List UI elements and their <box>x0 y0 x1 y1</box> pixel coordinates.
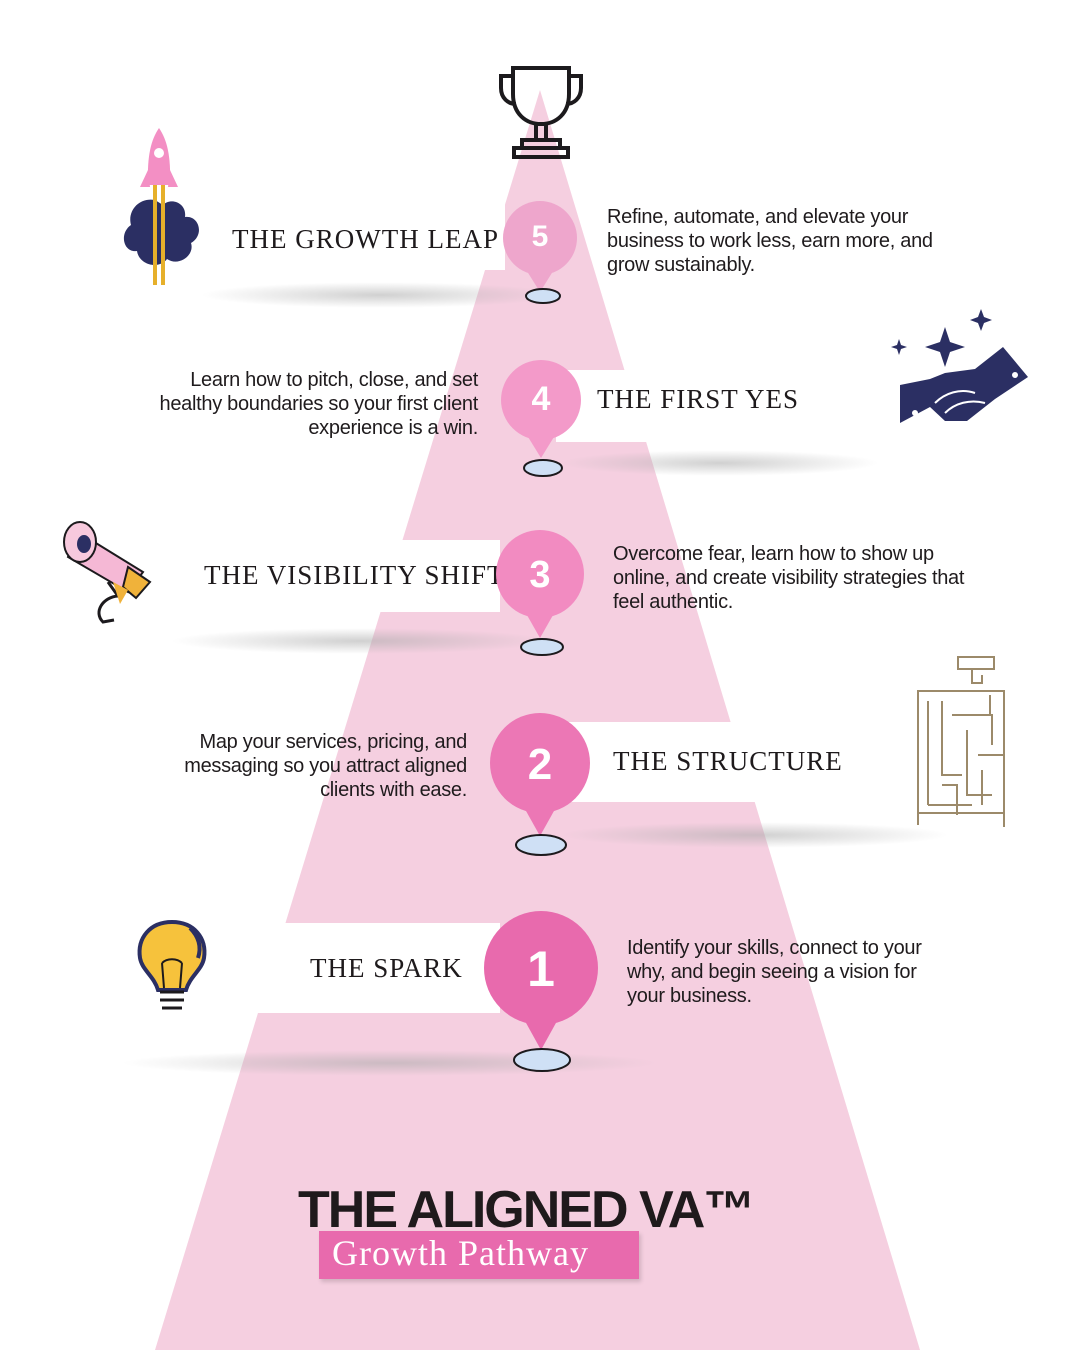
stage-3-name: THE VISIBILITY SHIFT <box>204 560 505 590</box>
lightbulb-icon <box>137 919 207 1010</box>
stage-5-pin: 5 <box>500 200 580 308</box>
stage-5-name: THE GROWTH LEAP <box>232 224 499 254</box>
stage-1-description: Identify your skills, connect to your wh… <box>627 937 922 1007</box>
stage-1-pin: 1 <box>482 910 600 1078</box>
stage-2-description: Map your services, pricing, and messagin… <box>184 731 467 801</box>
stage-5-description: Refine, automate, and elevate your busin… <box>607 206 933 276</box>
stage-3-description: Overcome fear, learn how to show up onli… <box>613 543 965 613</box>
page-title: THE ALIGNED VA™ <box>298 1181 755 1239</box>
stage-4-pin: 4 <box>498 360 584 480</box>
page-subtitle: Growth Pathway <box>319 1231 639 1279</box>
stage-2-number: 2 <box>527 740 553 789</box>
maze-icon <box>917 656 1005 827</box>
rocket-icon <box>123 128 199 285</box>
stage-3-number: 3 <box>529 554 551 596</box>
stage-4-number: 4 <box>531 380 551 418</box>
stage-3-pin: 3 <box>494 530 586 660</box>
trophy-icon <box>499 66 583 159</box>
handshake-icon <box>891 309 1028 423</box>
stage-5-number: 5 <box>531 220 549 253</box>
stage-2-name: THE STRUCTURE <box>613 746 843 776</box>
stage-2-pin: 2 <box>488 712 592 860</box>
stage-4-name: THE FIRST YES <box>597 384 800 414</box>
stage-1-name: THE SPARK <box>310 953 463 983</box>
stage-1-number: 1 <box>527 941 555 997</box>
megaphone-icon <box>63 521 152 624</box>
stage-4-description: Learn how to pitch, close, and set healt… <box>159 369 479 439</box>
